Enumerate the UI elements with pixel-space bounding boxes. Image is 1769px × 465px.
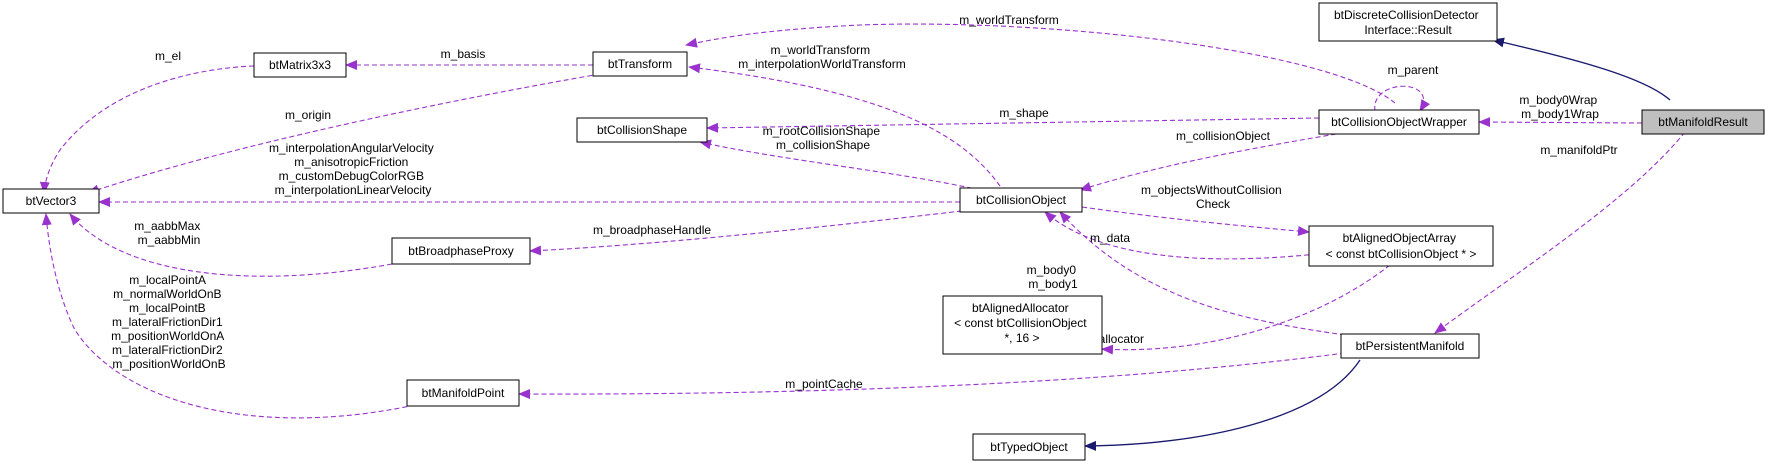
edge-m-el <box>39 65 255 194</box>
edge-m-broadphase-handle <box>529 209 971 256</box>
svg-text:btCollisionShape: btCollisionShape <box>597 123 687 137</box>
node-bt-vector3[interactable]: btVector3 <box>2 188 100 214</box>
label-m-collision-object: m_collisionObject <box>1176 129 1271 143</box>
label-m-world-transform-top: m_worldTransform <box>959 13 1059 27</box>
edge-m-shape <box>706 117 1320 133</box>
svg-text:btManifoldResult: btManifoldResult <box>1658 115 1748 129</box>
svg-text:btDiscreteCollisionDetector: btDiscreteCollisionDetector Interface::R… <box>1334 8 1482 37</box>
label-m-point-cache: m_pointCache <box>785 377 863 391</box>
node-bt-manifold-result[interactable]: btManifoldResult <box>1641 109 1765 135</box>
svg-text:btTransform: btTransform <box>608 57 672 71</box>
node-bt-collision-object-wrapper[interactable]: btCollisionObjectWrapper <box>1318 109 1480 135</box>
node-bt-collision-object[interactable]: btCollisionObject <box>959 187 1083 213</box>
edge-m-points <box>41 213 416 419</box>
label-m-vectors: m_interpolationAngularVelocity m_anisotr… <box>269 141 437 197</box>
node-bt-typed-object[interactable]: btTypedObject <box>972 433 1086 461</box>
label-m-body-wrap: m_body0Wrap m_body1Wrap <box>1519 93 1600 121</box>
label-m-manifold-ptr: m_manifoldPtr <box>1540 143 1617 157</box>
edge-m-origin <box>87 73 601 195</box>
label-m-data: m_data <box>1090 231 1130 245</box>
edge-m-manifold-ptr <box>1434 131 1686 334</box>
label-m-broadphase-handle: m_broadphaseHandle <box>593 223 711 237</box>
node-bt-broadphase-proxy[interactable]: btBroadphaseProxy <box>391 237 531 265</box>
edge-labels: m_worldTransform m_parent m_body0Wrap m_… <box>111 13 1618 391</box>
node-bt-transform[interactable]: btTransform <box>592 51 688 77</box>
label-m-aabb: m_aabbMax m_aabbMin <box>134 219 203 247</box>
svg-text:btMatrix3x3: btMatrix3x3 <box>269 58 331 72</box>
svg-text:btPersistentManifold: btPersistentManifold <box>1356 339 1465 353</box>
label-m-bodies: m_body0 m_body1 <box>1027 263 1080 291</box>
edge-m-parent <box>1374 85 1430 112</box>
label-m-objects-without-collision: m_objectsWithoutCollision Check <box>1141 183 1285 211</box>
edge-m-body-wrap <box>1478 117 1643 128</box>
svg-text:btVector3: btVector3 <box>26 194 77 208</box>
label-m-basis: m_basis <box>441 47 486 61</box>
svg-text:btTypedObject: btTypedObject <box>990 440 1068 454</box>
node-bt-persistent-manifold[interactable]: btPersistentManifold <box>1340 333 1480 359</box>
svg-text:btAlignedAllocator < c: btAlignedAllocator < const btCollisionOb… <box>954 301 1090 345</box>
edge-m-transforms <box>688 63 1001 187</box>
edge-m-aabb <box>69 213 393 277</box>
label-m-transforms: m_worldTransform m_interpolationWorldTra… <box>738 43 905 71</box>
label-m-origin: m_origin <box>285 108 331 122</box>
edge-m-collision-object <box>1079 129 1361 192</box>
edge-inherit-typed-object <box>1084 359 1361 451</box>
label-m-el: m_el <box>155 49 181 63</box>
svg-text:btCollisionObject: btCollisionObject <box>976 193 1067 207</box>
edge-m-objects-without-collision <box>1081 206 1310 237</box>
label-m-points: m_localPointA m_normalWorldOnB m_localPo… <box>111 273 227 371</box>
svg-text:btCollisionObjectWrapper: btCollisionObjectWrapper <box>1331 115 1467 129</box>
edge-m-shapes <box>699 139 981 191</box>
label-m-parent: m_parent <box>1388 63 1439 77</box>
node-bt-aligned-object-array[interactable]: btAlignedObjectArray < const btCollision… <box>1308 225 1494 267</box>
edge-m-allocator <box>1101 264 1391 355</box>
node-bt-manifold-point[interactable]: btManifoldPoint <box>406 379 520 407</box>
edge-m-bodies <box>1059 211 1346 336</box>
edge-m-point-cache <box>518 352 1346 400</box>
node-bt-matrix3x3[interactable]: btMatrix3x3 <box>253 52 347 78</box>
node-bt-discrete-result[interactable]: btDiscreteCollisionDetector Interface::R… <box>1318 2 1498 42</box>
node-bt-aligned-allocator[interactable]: btAlignedAllocator < const btCollisionOb… <box>942 295 1103 355</box>
edges <box>39 23 1686 451</box>
node-bt-collision-shape[interactable]: btCollisionShape <box>576 117 708 143</box>
edge-m-world-transform-wrapper <box>685 23 1396 104</box>
label-m-shapes: m_rootCollisionShape m_collisionShape <box>763 124 884 152</box>
svg-text:btBroadphaseProxy: btBroadphaseProxy <box>408 244 513 258</box>
svg-text:btManifoldPoint: btManifoldPoint <box>422 386 505 400</box>
svg-text:btAlignedObjectArray <: btAlignedObjectArray < const btCollision… <box>1326 231 1477 261</box>
edge-m-data <box>1044 211 1318 260</box>
edge-inherit-discrete-result <box>1492 37 1671 101</box>
label-m-shape: m_shape <box>999 106 1049 120</box>
